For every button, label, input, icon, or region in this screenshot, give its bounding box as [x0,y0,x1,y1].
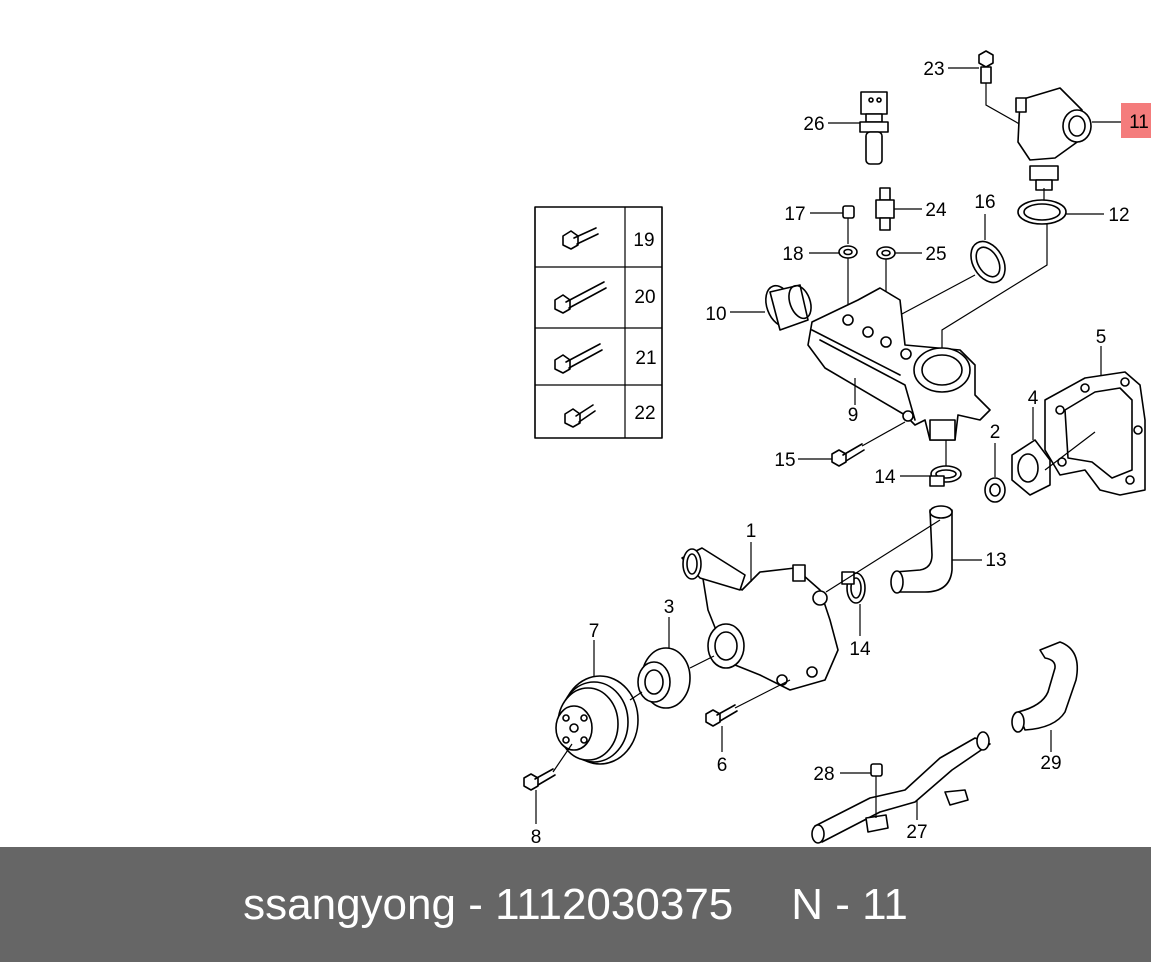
label-27: 27 [906,822,927,843]
part-15-bolt [798,421,906,467]
label-8: 8 [531,827,542,847]
brand-name: ssangyong [243,880,456,929]
caption-bar: ssangyong - 1112030375 N - 11 [0,847,1151,962]
part-16-oring [899,214,1006,316]
label-18: 18 [782,244,803,265]
ref-prefix: N - [791,880,863,929]
part-9-manifold [807,287,991,441]
parts-diagram: 19 20 21 22 26 23 11 [523,50,1151,848]
exploded-view: 19 20 21 22 26 23 11 [523,50,1151,848]
part-11-thermostat-housing [1015,87,1121,200]
bolt-19-icon [562,227,599,250]
label-4: 4 [1028,388,1039,409]
highlight-box [1121,103,1151,138]
part-23-bolt [948,50,1031,131]
part-12-gasket [941,199,1104,382]
part-number: 1112030375 [495,880,734,929]
ref-number: 11 [862,880,908,929]
separator: - [455,880,496,929]
label-1: 1 [746,521,757,542]
part-3-hub [637,617,715,709]
label-13: 13 [985,550,1006,571]
part-8-bolt [523,743,573,824]
part-29-hose [1011,641,1079,752]
label-12: 12 [1108,205,1129,226]
bolt-20-icon [554,281,607,314]
part-6-bolt [705,679,791,752]
label-16: 16 [974,192,995,213]
label-11: 11 [1129,112,1149,133]
part-27-pipe [811,731,991,844]
part-10-sleeve [730,284,812,331]
part-14-clamp-upper [900,440,962,487]
label-14-lower: 14 [849,639,871,660]
part-2-seal [984,443,1006,503]
part-26-sensor [828,91,889,165]
label-19: 19 [633,230,654,251]
label-10: 10 [705,304,726,325]
label-7: 7 [589,621,600,642]
part-4-impeller [1011,407,1051,496]
part-24-sender [875,187,922,231]
label-25: 25 [925,244,946,265]
label-2: 2 [990,422,1001,443]
label-14-upper: 14 [874,467,896,488]
bolt-legend-table: 19 20 21 22 [534,206,663,439]
part-7-pulley [555,640,643,765]
part-17-bolt [810,205,855,244]
label-22: 22 [634,403,655,424]
label-20: 20 [634,287,655,308]
caption-text: ssangyong - 1112030375 N - 11 [0,847,1151,962]
part-14-clamp-lower [825,519,941,636]
bolt-22-icon [564,404,596,428]
part-28-bolt [840,763,883,818]
label-24: 24 [925,200,947,221]
label-3: 3 [664,597,675,618]
label-29: 29 [1040,753,1061,774]
bolt-21-icon [554,343,603,374]
part-5-gasket [1044,346,1146,496]
label-15: 15 [774,450,795,471]
label-6: 6 [717,755,728,776]
part-13-hose [890,505,982,594]
label-5: 5 [1096,327,1107,348]
label-26: 26 [803,114,824,135]
label-23: 23 [923,59,944,80]
label-9: 9 [848,405,859,426]
label-21: 21 [635,348,656,369]
label-28: 28 [813,764,834,785]
part-1-water-pump [681,542,839,691]
label-17: 17 [784,204,805,225]
